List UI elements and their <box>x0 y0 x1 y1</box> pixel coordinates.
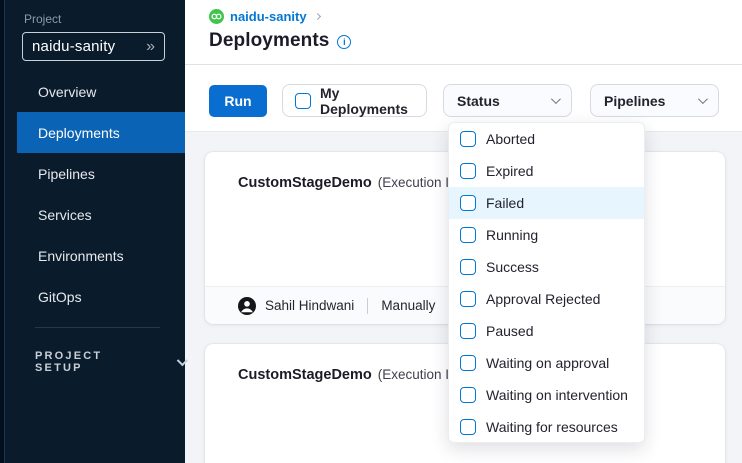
page-header: naidu-sanity Deployments i <box>185 0 742 65</box>
sidebar-item-label: Environments <box>38 247 124 264</box>
status-option-approval-rejected[interactable]: Approval Rejected <box>449 283 644 315</box>
sidebar-item-label: GitOps <box>38 288 82 305</box>
chevron-down-icon <box>697 94 708 105</box>
footer-divider <box>367 297 369 314</box>
sidebar-item-overview[interactable]: Overview <box>17 71 185 112</box>
triggered-by-user[interactable]: Sahil Hindwani <box>265 298 355 313</box>
checkbox-icon[interactable] <box>460 387 476 403</box>
sidebar-item-pipelines[interactable]: Pipelines <box>17 153 185 194</box>
project-setup-label: PROJECT SETUP <box>35 350 103 374</box>
sidebar-item-label: Overview <box>38 83 97 100</box>
checkbox-icon[interactable] <box>460 291 476 307</box>
sidebar-nav: Overview Deployments Pipelines Services … <box>17 71 185 317</box>
checkbox-icon[interactable] <box>460 195 476 211</box>
sidebar-item-label: Services <box>38 206 92 223</box>
title-row: Deployments i <box>209 30 352 52</box>
checkbox-icon[interactable] <box>460 419 476 435</box>
status-option-aborted[interactable]: Aborted <box>449 123 644 155</box>
status-option-label: Failed <box>486 195 525 211</box>
status-option-label: Waiting on approval <box>486 355 610 371</box>
deployment-title-row: CustomStageDemo (Execution Id <box>238 175 717 191</box>
sidebar-item-label: Pipelines <box>38 165 95 182</box>
status-option-failed[interactable]: Failed <box>449 187 644 219</box>
status-option-label: Waiting on intervention <box>486 387 628 403</box>
project-name: naidu-sanity <box>32 38 116 55</box>
deployment-title-row: CustomStageDemo (Execution Id <box>238 367 717 383</box>
execution-id-text: (Execution Id <box>377 175 457 190</box>
my-deployments-label: My Deployments <box>320 84 408 117</box>
checkbox-icon[interactable] <box>295 92 311 109</box>
status-option-waiting-for-resources[interactable]: Waiting for resources <box>449 411 644 442</box>
checkbox-icon[interactable] <box>460 259 476 275</box>
status-option-paused[interactable]: Paused <box>449 315 644 347</box>
breadcrumb-project-link[interactable]: naidu-sanity <box>230 9 307 24</box>
run-button[interactable]: Run <box>209 85 267 117</box>
info-icon[interactable]: i <box>337 35 352 49</box>
status-option-label: Expired <box>486 163 534 179</box>
project-label: Project <box>24 12 62 26</box>
sidebar-item-services[interactable]: Services <box>17 194 185 235</box>
status-option-label: Success <box>486 259 539 275</box>
project-selector[interactable]: naidu-sanity » <box>22 32 165 61</box>
toolbar: Run My Deployments Status Pipelines <box>185 66 742 132</box>
sidebar-divider <box>35 327 160 328</box>
project-sidebar: Project naidu-sanity » Overview Deployme… <box>0 0 189 463</box>
status-filter-label: Status <box>457 92 500 109</box>
status-option-success[interactable]: Success <box>449 251 644 283</box>
checkbox-icon[interactable] <box>460 227 476 243</box>
status-option-label: Waiting for resources <box>486 419 618 435</box>
checkbox-icon[interactable] <box>460 355 476 371</box>
status-option-label: Aborted <box>486 131 536 147</box>
checkbox-icon[interactable] <box>460 323 476 339</box>
chevron-right-icon <box>313 12 321 21</box>
pipeline-name: CustomStageDemo <box>238 367 372 383</box>
status-option-label: Running <box>486 227 539 243</box>
sidebar-item-gitops[interactable]: GitOps <box>17 276 185 317</box>
breadcrumb: naidu-sanity <box>209 9 321 24</box>
sidebar-item-deployments[interactable]: Deployments <box>17 112 185 153</box>
chevron-down-icon <box>550 94 561 105</box>
execution-id-text: (Execution Id <box>377 367 457 382</box>
pipelines-filter-dropdown[interactable]: Pipelines <box>590 84 719 117</box>
pipelines-filter-label: Pipelines <box>604 92 666 109</box>
nav-rail <box>0 0 5 463</box>
status-option-running[interactable]: Running <box>449 219 644 251</box>
expand-icon[interactable]: » <box>146 37 155 55</box>
trigger-type: Manually <box>381 298 436 313</box>
sidebar-item-environments[interactable]: Environments <box>17 235 185 276</box>
status-filter-dropdown[interactable]: Status <box>443 84 572 117</box>
project-setup-toggle[interactable]: PROJECT SETUP <box>35 350 189 374</box>
checkbox-icon[interactable] <box>460 131 476 147</box>
page-title: Deployments <box>209 30 330 51</box>
my-deployments-toggle[interactable]: My Deployments <box>282 84 427 117</box>
status-option-label: Approval Rejected <box>486 291 601 307</box>
status-option-label: Paused <box>486 323 534 339</box>
pipeline-name: CustomStageDemo <box>238 175 372 191</box>
checkbox-icon[interactable] <box>460 163 476 179</box>
status-filter-menu: Aborted Expired Failed Running Success A… <box>448 122 645 443</box>
sidebar-item-label: Deployments <box>38 124 120 141</box>
cd-module-icon <box>209 9 224 24</box>
status-option-expired[interactable]: Expired <box>449 155 644 187</box>
status-option-waiting-on-intervention[interactable]: Waiting on intervention <box>449 379 644 411</box>
status-option-waiting-on-approval[interactable]: Waiting on approval <box>449 347 644 379</box>
user-avatar-icon <box>238 296 256 315</box>
